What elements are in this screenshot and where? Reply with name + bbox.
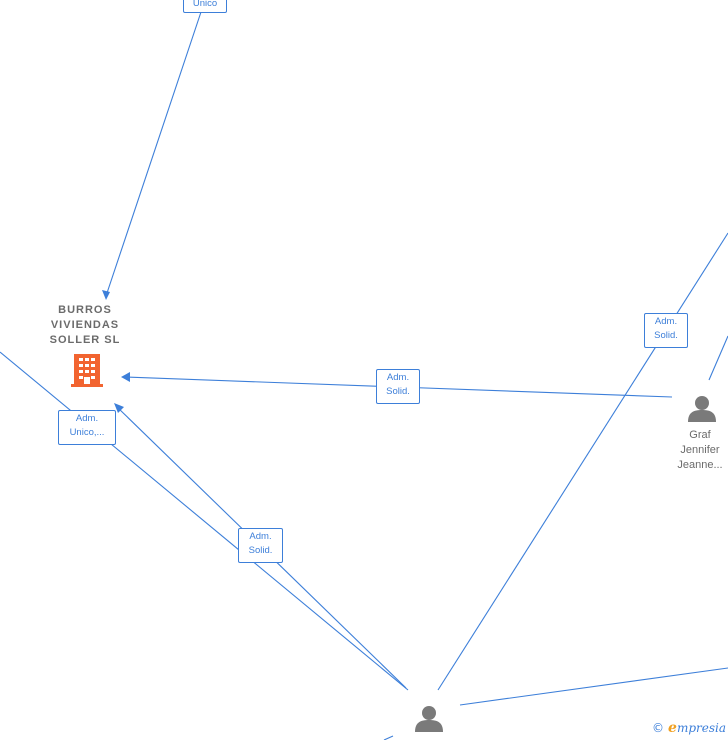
edge-label-line: Unico,...: [69, 427, 105, 438]
company-name-line: VIVIENDAS: [50, 319, 120, 331]
person-icon[interactable]: [415, 706, 443, 732]
edge-label-adm-solid-lower[interactable]: Adm. Solid.: [238, 528, 283, 563]
arrow-head: [121, 372, 130, 382]
arrow-head: [102, 290, 110, 300]
person-name-line: Jeanne...: [677, 459, 723, 471]
edge-bottom-to-right: [459, 667, 728, 706]
edge-left-offscreen: [0, 351, 409, 691]
building-icon[interactable]: [71, 354, 103, 387]
edge-label-line: Unico: [192, 0, 218, 9]
person-name-graf[interactable]: Graf Jennifer Jeanne...: [664, 428, 728, 473]
edge-label-line: Adm.: [249, 531, 272, 542]
edge-top-to-company: [105, 11, 202, 297]
edge-label-adm-unico[interactable]: Adm. Unico,...: [58, 410, 116, 445]
person-icon[interactable]: [688, 396, 716, 422]
edge-graf-to-right: [708, 335, 728, 381]
edge-label-top[interactable]: Unico: [183, 0, 227, 13]
edge-label-line: Solid.: [386, 386, 410, 397]
edge-label-line: Solid.: [654, 330, 678, 341]
person-name-line: Graf: [689, 429, 711, 441]
edge-bottom-to-bottom-left: [383, 735, 394, 740]
edge-label-line: Adm.: [75, 413, 99, 424]
company-name[interactable]: BURROS VIVIENDAS SOLLER SL: [30, 303, 140, 348]
edge-label-adm-solid-right[interactable]: Adm. Solid.: [644, 313, 688, 348]
edge-label-line: Solid.: [248, 545, 273, 556]
empresia-logo-text: mpresia: [676, 721, 726, 735]
person-name-line: Jennifer: [680, 444, 720, 456]
empresia-watermark: ©empresia: [652, 720, 726, 736]
edge-bottom-to-top-right: [437, 232, 728, 691]
arrow-head: [114, 403, 124, 413]
copyright-symbol: ©: [652, 721, 665, 735]
company-name-line: SOLLER SL: [49, 334, 121, 346]
empresia-logo-initial: e: [668, 720, 677, 736]
edge-label-adm-solid-mid[interactable]: Adm. Solid.: [376, 369, 420, 404]
edge-label-line: Adm.: [654, 316, 678, 327]
company-name-line: BURROS: [58, 304, 112, 316]
edge-label-line: Adm.: [386, 372, 410, 383]
